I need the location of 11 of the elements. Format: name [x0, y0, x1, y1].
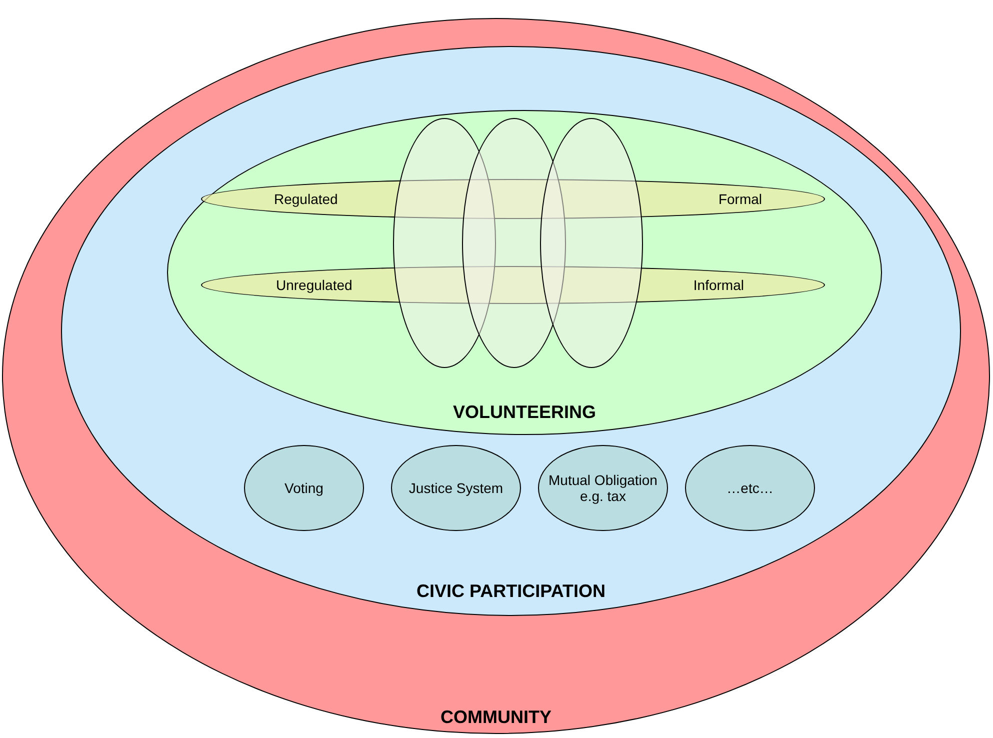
ellipse-label: Regulated [274, 191, 338, 207]
ellipse-label: Justice System [408, 480, 504, 496]
ellipse-label: Voting [284, 480, 324, 496]
ellipse-label: Formal [718, 191, 762, 207]
region-title: COMMUNITY [440, 707, 552, 727]
ellipse-label: …etc… [726, 480, 774, 496]
region-title: CIVIC PARTICIPATION [416, 581, 606, 601]
ellipse-label: Mutual Obligation e.g. tax [548, 472, 658, 504]
region-title: VOLUNTEERING [453, 402, 596, 422]
ellipse-label: Unregulated [276, 277, 352, 293]
ellipse-label: Informal [693, 277, 744, 293]
